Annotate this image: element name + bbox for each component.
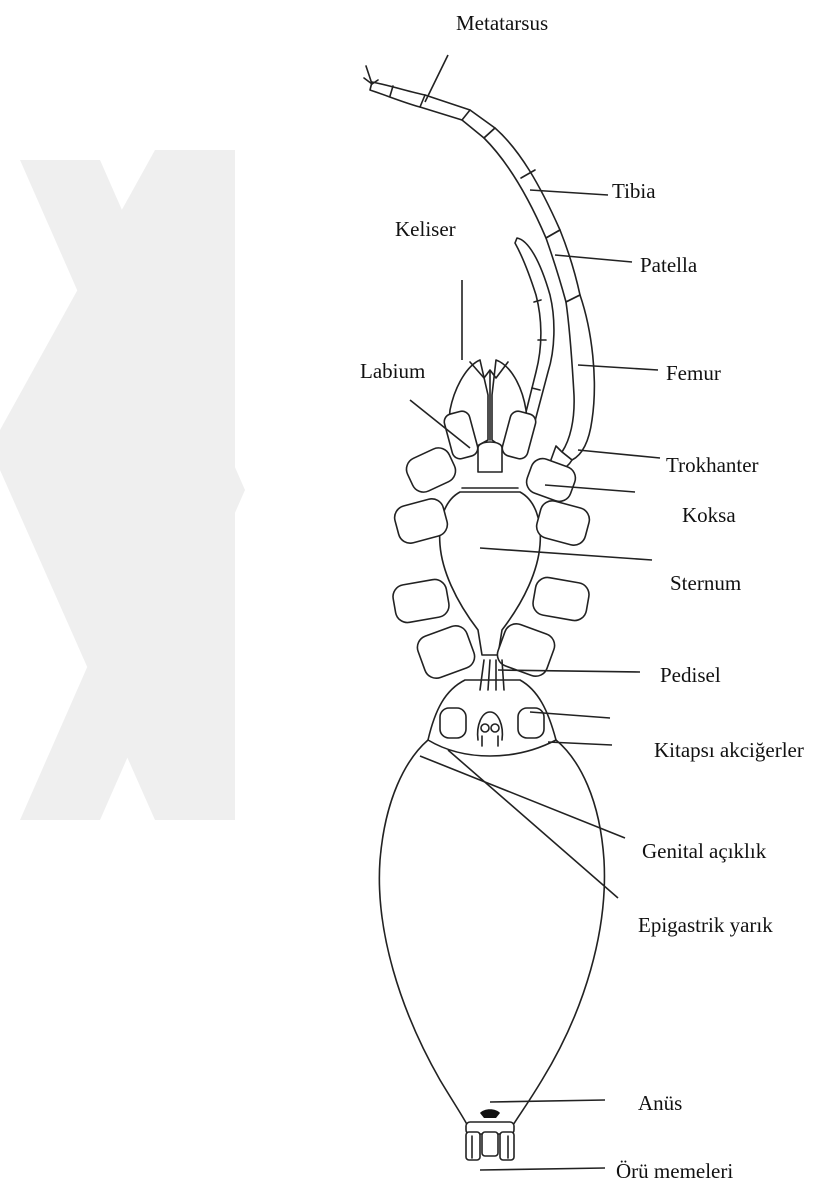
label-genital-aciklik: Genital açıklık <box>642 839 767 863</box>
label-trokhanter: Trokhanter <box>666 453 759 477</box>
label-pedisel: Pedisel <box>660 663 721 687</box>
label-metatarsus: Metatarsus <box>456 11 548 35</box>
label-kitapsi-akcigerler: Kitapsı akciğerler <box>654 738 804 762</box>
coxae-left <box>391 409 479 681</box>
pedicel <box>480 660 504 690</box>
label-anus: Anüs <box>638 1091 682 1115</box>
label-oru-memeleri: Örü memeleri <box>616 1159 733 1181</box>
label-femur: Femur <box>666 361 721 385</box>
label-labium: Labium <box>360 359 425 383</box>
spinnerets <box>466 1109 514 1160</box>
labium-shape <box>478 442 502 472</box>
label-epigastrik-yarik: Epigastrik yarık <box>638 913 773 937</box>
label-tibia: Tibia <box>612 179 656 203</box>
abdomen <box>379 680 604 1130</box>
label-patella: Patella <box>640 253 698 277</box>
label-sternum: Sternum <box>670 571 741 595</box>
label-koksa: Koksa <box>682 503 736 527</box>
label-keliser: Keliser <box>395 217 456 241</box>
